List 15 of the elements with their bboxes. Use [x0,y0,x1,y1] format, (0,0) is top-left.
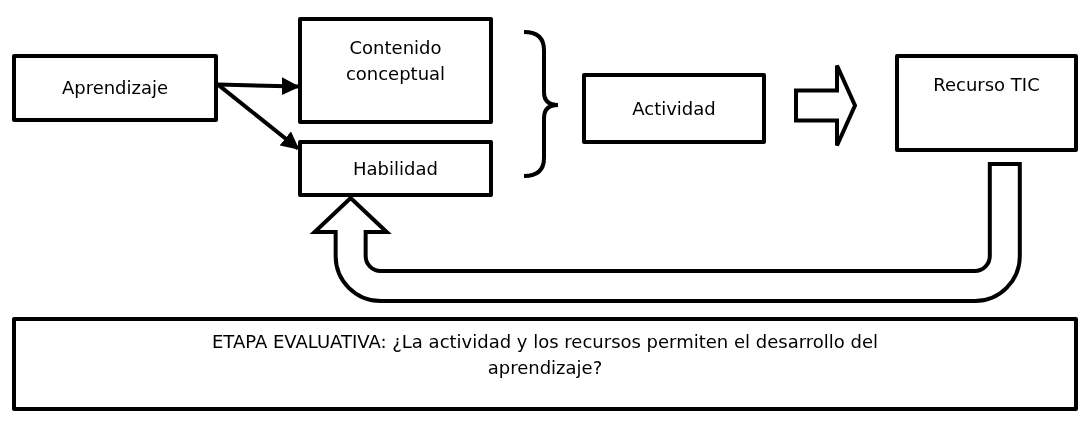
node-label: Recurso TIC [933,73,1040,97]
node-label: Habilidad [353,156,438,181]
process-box [298,140,493,197]
process-box [582,73,766,144]
process-box [298,17,493,124]
arrow [217,77,300,96]
node-label: Actividad [632,96,716,121]
node-label: Contenido conceptual [344,36,447,86]
note-box [12,317,1078,411]
block-arrow [312,162,1022,303]
process-box [895,54,1078,152]
block-arrow [794,63,858,148]
node-label: ETAPA EVALUATIVA: ¿La actividad y los recursos permiten el desarrollo del aprendizaje? [210,330,880,380]
process-box [12,54,218,122]
node-label: Aprendizaje [61,76,169,100]
